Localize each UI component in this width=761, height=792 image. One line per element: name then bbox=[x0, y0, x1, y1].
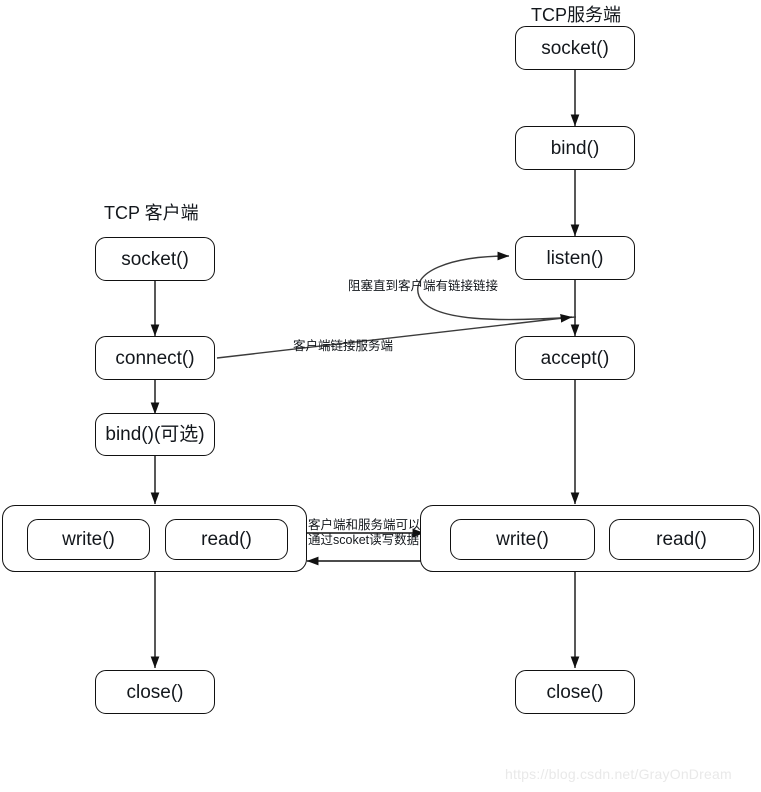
node-server-read[interactable]: read() bbox=[609, 519, 754, 560]
server-title: TCP服务端 bbox=[531, 5, 621, 25]
node-server-listen[interactable]: listen() bbox=[515, 236, 635, 280]
node-server-write[interactable]: write() bbox=[450, 519, 595, 560]
node-client-socket[interactable]: socket() bbox=[95, 237, 215, 281]
edge-label-socket-io: 客户端和服务端可以 通过scoket读写数据 bbox=[308, 518, 430, 548]
watermark: https://blog.csdn.net/GrayOnDream bbox=[505, 766, 732, 782]
edge-label-blocking: 阻塞直到客户端有链接链接 bbox=[348, 279, 499, 293]
node-client-bind[interactable]: bind()(可选) bbox=[95, 413, 215, 456]
edge-label-socket-io-line1: 客户端和服务端可以 bbox=[308, 518, 421, 532]
node-client-connect[interactable]: connect() bbox=[95, 336, 215, 380]
client-title: TCP 客户端 bbox=[104, 203, 199, 223]
node-client-write[interactable]: write() bbox=[27, 519, 150, 560]
node-server-bind[interactable]: bind() bbox=[515, 126, 635, 170]
node-server-socket[interactable]: socket() bbox=[515, 26, 635, 70]
group-server-io: write() read() bbox=[420, 505, 760, 572]
edge-label-connect-to-server: 客户端链接服务端 bbox=[293, 339, 394, 353]
group-client-io: write() read() bbox=[2, 505, 307, 572]
edge-label-socket-io-line2: 通过scoket读写数据 bbox=[308, 532, 420, 547]
node-server-close[interactable]: close() bbox=[515, 670, 635, 714]
node-server-accept[interactable]: accept() bbox=[515, 336, 635, 380]
node-client-close[interactable]: close() bbox=[95, 670, 215, 714]
node-client-read[interactable]: read() bbox=[165, 519, 288, 560]
